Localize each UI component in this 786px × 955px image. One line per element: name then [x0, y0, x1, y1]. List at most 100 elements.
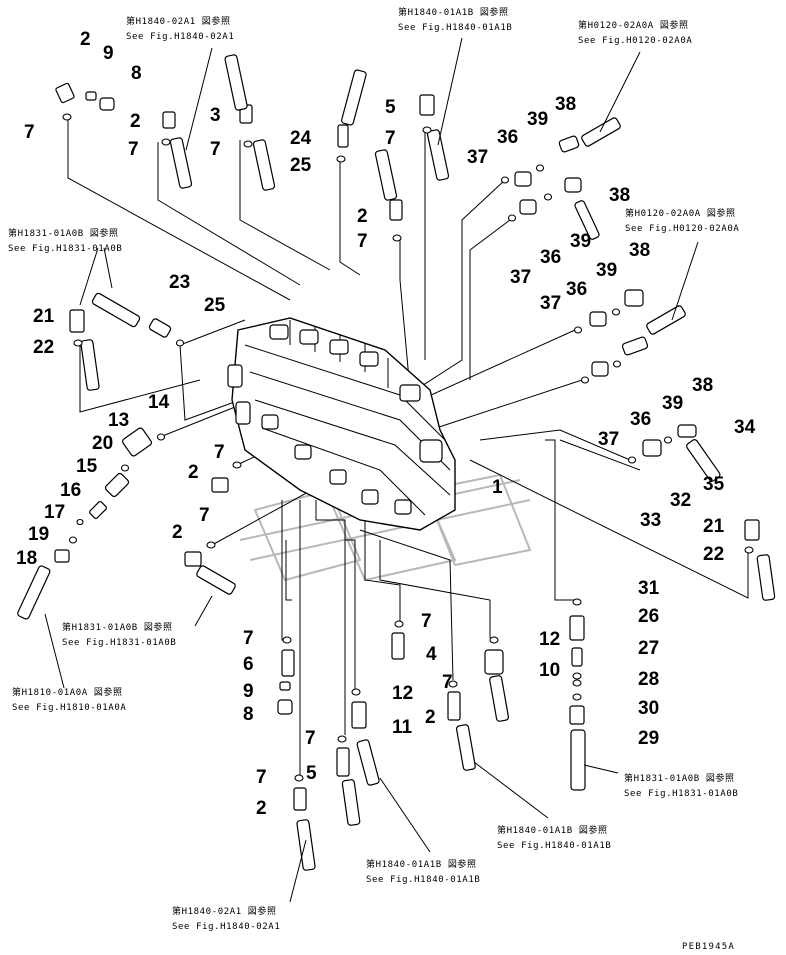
- reference-label-jp: 第H1840-02A1 図参照: [172, 905, 277, 917]
- reference-label-jp: 第H1810-01A0A 図参照: [12, 686, 123, 698]
- callout-number: 7: [214, 442, 225, 463]
- reference-label-en: See Fig.H1810-01A0A: [12, 703, 126, 713]
- callout-number: 7: [199, 505, 210, 526]
- figure-references: 第H1840-02A1 図参照 See Fig.H1840-02A1 第H1840-…: [8, 6, 739, 932]
- callout-number: 2: [80, 29, 91, 50]
- callout-number: 21: [703, 516, 725, 537]
- reference-label-en: See Fig.H1831-01A0B: [8, 244, 122, 254]
- reference-label-en: See Fig.H1831-01A0B: [62, 638, 176, 648]
- callout-number: 4: [426, 644, 437, 665]
- callout-number: 1: [492, 477, 503, 498]
- callout-number: 31: [638, 578, 660, 599]
- callout-number: 38: [609, 185, 630, 206]
- callout-number: 3: [210, 105, 221, 126]
- callout-number: 39: [662, 393, 683, 414]
- callout-number: 33: [640, 510, 661, 531]
- callout-number: 36: [540, 247, 561, 268]
- figure-reference: 第H1810-01A0A 図参照 See Fig.H1810-01A0A: [12, 686, 126, 713]
- figure-reference: 第H1840-02A1 図参照 See Fig.H1840-02A1: [172, 905, 280, 932]
- callout-number: 12: [392, 683, 413, 704]
- callout-number: 22: [703, 544, 724, 565]
- callout-number: 7: [385, 128, 396, 149]
- callout-number: 2: [172, 522, 183, 543]
- callout-number: 8: [243, 704, 254, 725]
- callout-number: 20: [92, 433, 113, 454]
- reference-label-en: See Fig.H1840-02A1: [126, 32, 234, 42]
- callout-number: 7: [357, 231, 368, 252]
- callout-number: 36: [497, 127, 518, 148]
- callout-number: 7: [210, 139, 221, 160]
- callout-number: 7: [128, 139, 139, 160]
- callout-number: 38: [629, 240, 650, 261]
- callout-number: 7: [24, 122, 35, 143]
- o-rings: [62, 113, 754, 782]
- reference-label-en: See Fig.H1840-01A1B: [366, 875, 480, 885]
- callout-number: 23: [169, 272, 190, 293]
- callout-number: 39: [596, 260, 617, 281]
- callout-number: 22: [33, 337, 54, 358]
- callout-number: 26: [638, 606, 659, 627]
- callout-number: 25: [204, 295, 226, 316]
- callout-number: 2: [357, 206, 368, 227]
- reference-label-jp: 第H1831-01A0B 図参照: [8, 227, 119, 239]
- callout-number: 6: [243, 654, 254, 675]
- callout-number: 19: [28, 524, 49, 545]
- reference-label-en: See Fig.H1831-01A0B: [624, 789, 738, 799]
- callout-number: 24: [290, 128, 312, 149]
- reference-label-en: See Fig.H1840-01A1B: [398, 23, 512, 33]
- reference-label-jp: 第H1831-01A0B 図参照: [624, 772, 735, 784]
- callout-number: 5: [385, 97, 396, 118]
- callout-number: 39: [527, 109, 548, 130]
- drawing-code: PEB1945A: [682, 942, 735, 952]
- callout-number: 17: [44, 502, 65, 523]
- callout-number: 8: [131, 63, 142, 84]
- leader-lines: [67, 120, 749, 775]
- callout-number: 14: [148, 392, 170, 413]
- callout-number: 32: [670, 490, 691, 511]
- reference-label-en: See Fig.H1840-01A1B: [497, 841, 611, 851]
- callout-number: 39: [570, 231, 591, 252]
- fittings: [17, 54, 776, 871]
- callout-number: 37: [467, 147, 488, 168]
- callout-number: 25: [290, 155, 312, 176]
- callout-number: 9: [243, 681, 254, 702]
- reference-label-jp: 第H0120-02A0A 図参照: [578, 19, 689, 31]
- callout-number: 11: [392, 717, 413, 738]
- callout-number: 37: [510, 267, 531, 288]
- callout-number: 37: [598, 429, 619, 450]
- callout-number: 27: [638, 638, 659, 659]
- callout-number: 2: [130, 111, 141, 132]
- reference-label-jp: 第H1840-01A1B 図参照: [366, 858, 477, 870]
- reference-label-jp: 第H1831-01A0B 図参照: [62, 621, 173, 633]
- callout-number: 12: [539, 629, 560, 650]
- callout-number: 16: [60, 480, 81, 501]
- reference-arrows: [44, 37, 699, 903]
- callout-number: 2: [425, 707, 436, 728]
- callout-number: 38: [555, 94, 576, 115]
- callout-number: 7: [256, 767, 267, 788]
- reference-label-jp: 第H1840-01A1B 図参照: [398, 6, 509, 18]
- callout-number: 37: [540, 293, 561, 314]
- callout-number: 28: [638, 669, 659, 690]
- control-valve-body: [227, 317, 456, 531]
- callout-number: 2: [256, 798, 267, 819]
- reference-label-jp: 第H1840-01A1B 図参照: [497, 824, 608, 836]
- reference-label-jp: 第H0120-02A0A 図参照: [625, 207, 736, 219]
- callout-number: 2: [188, 462, 199, 483]
- callout-number: 38: [692, 375, 713, 396]
- figure-reference: 第H1831-01A0B 図参照 See Fig.H1831-01A0B: [8, 227, 122, 254]
- figure-reference: 第H1840-01A1B 図参照 See Fig.H1840-01A1B: [398, 6, 512, 33]
- callout-number: 36: [630, 409, 651, 430]
- callout-number: 7: [421, 611, 432, 632]
- figure-reference: 第H1840-01A1B 図参照 See Fig.H1840-01A1B: [366, 858, 480, 885]
- figure-reference: 第H1831-01A0B 図参照 See Fig.H1831-01A0B: [62, 621, 176, 648]
- callout-number: 34: [734, 417, 756, 438]
- callout-number: 35: [703, 474, 725, 495]
- figure-reference: 第H1840-01A1B 図参照 See Fig.H1840-01A1B: [497, 824, 611, 851]
- callout-number: 7: [305, 728, 316, 749]
- reference-label-en: See Fig.H1840-02A1: [172, 922, 280, 932]
